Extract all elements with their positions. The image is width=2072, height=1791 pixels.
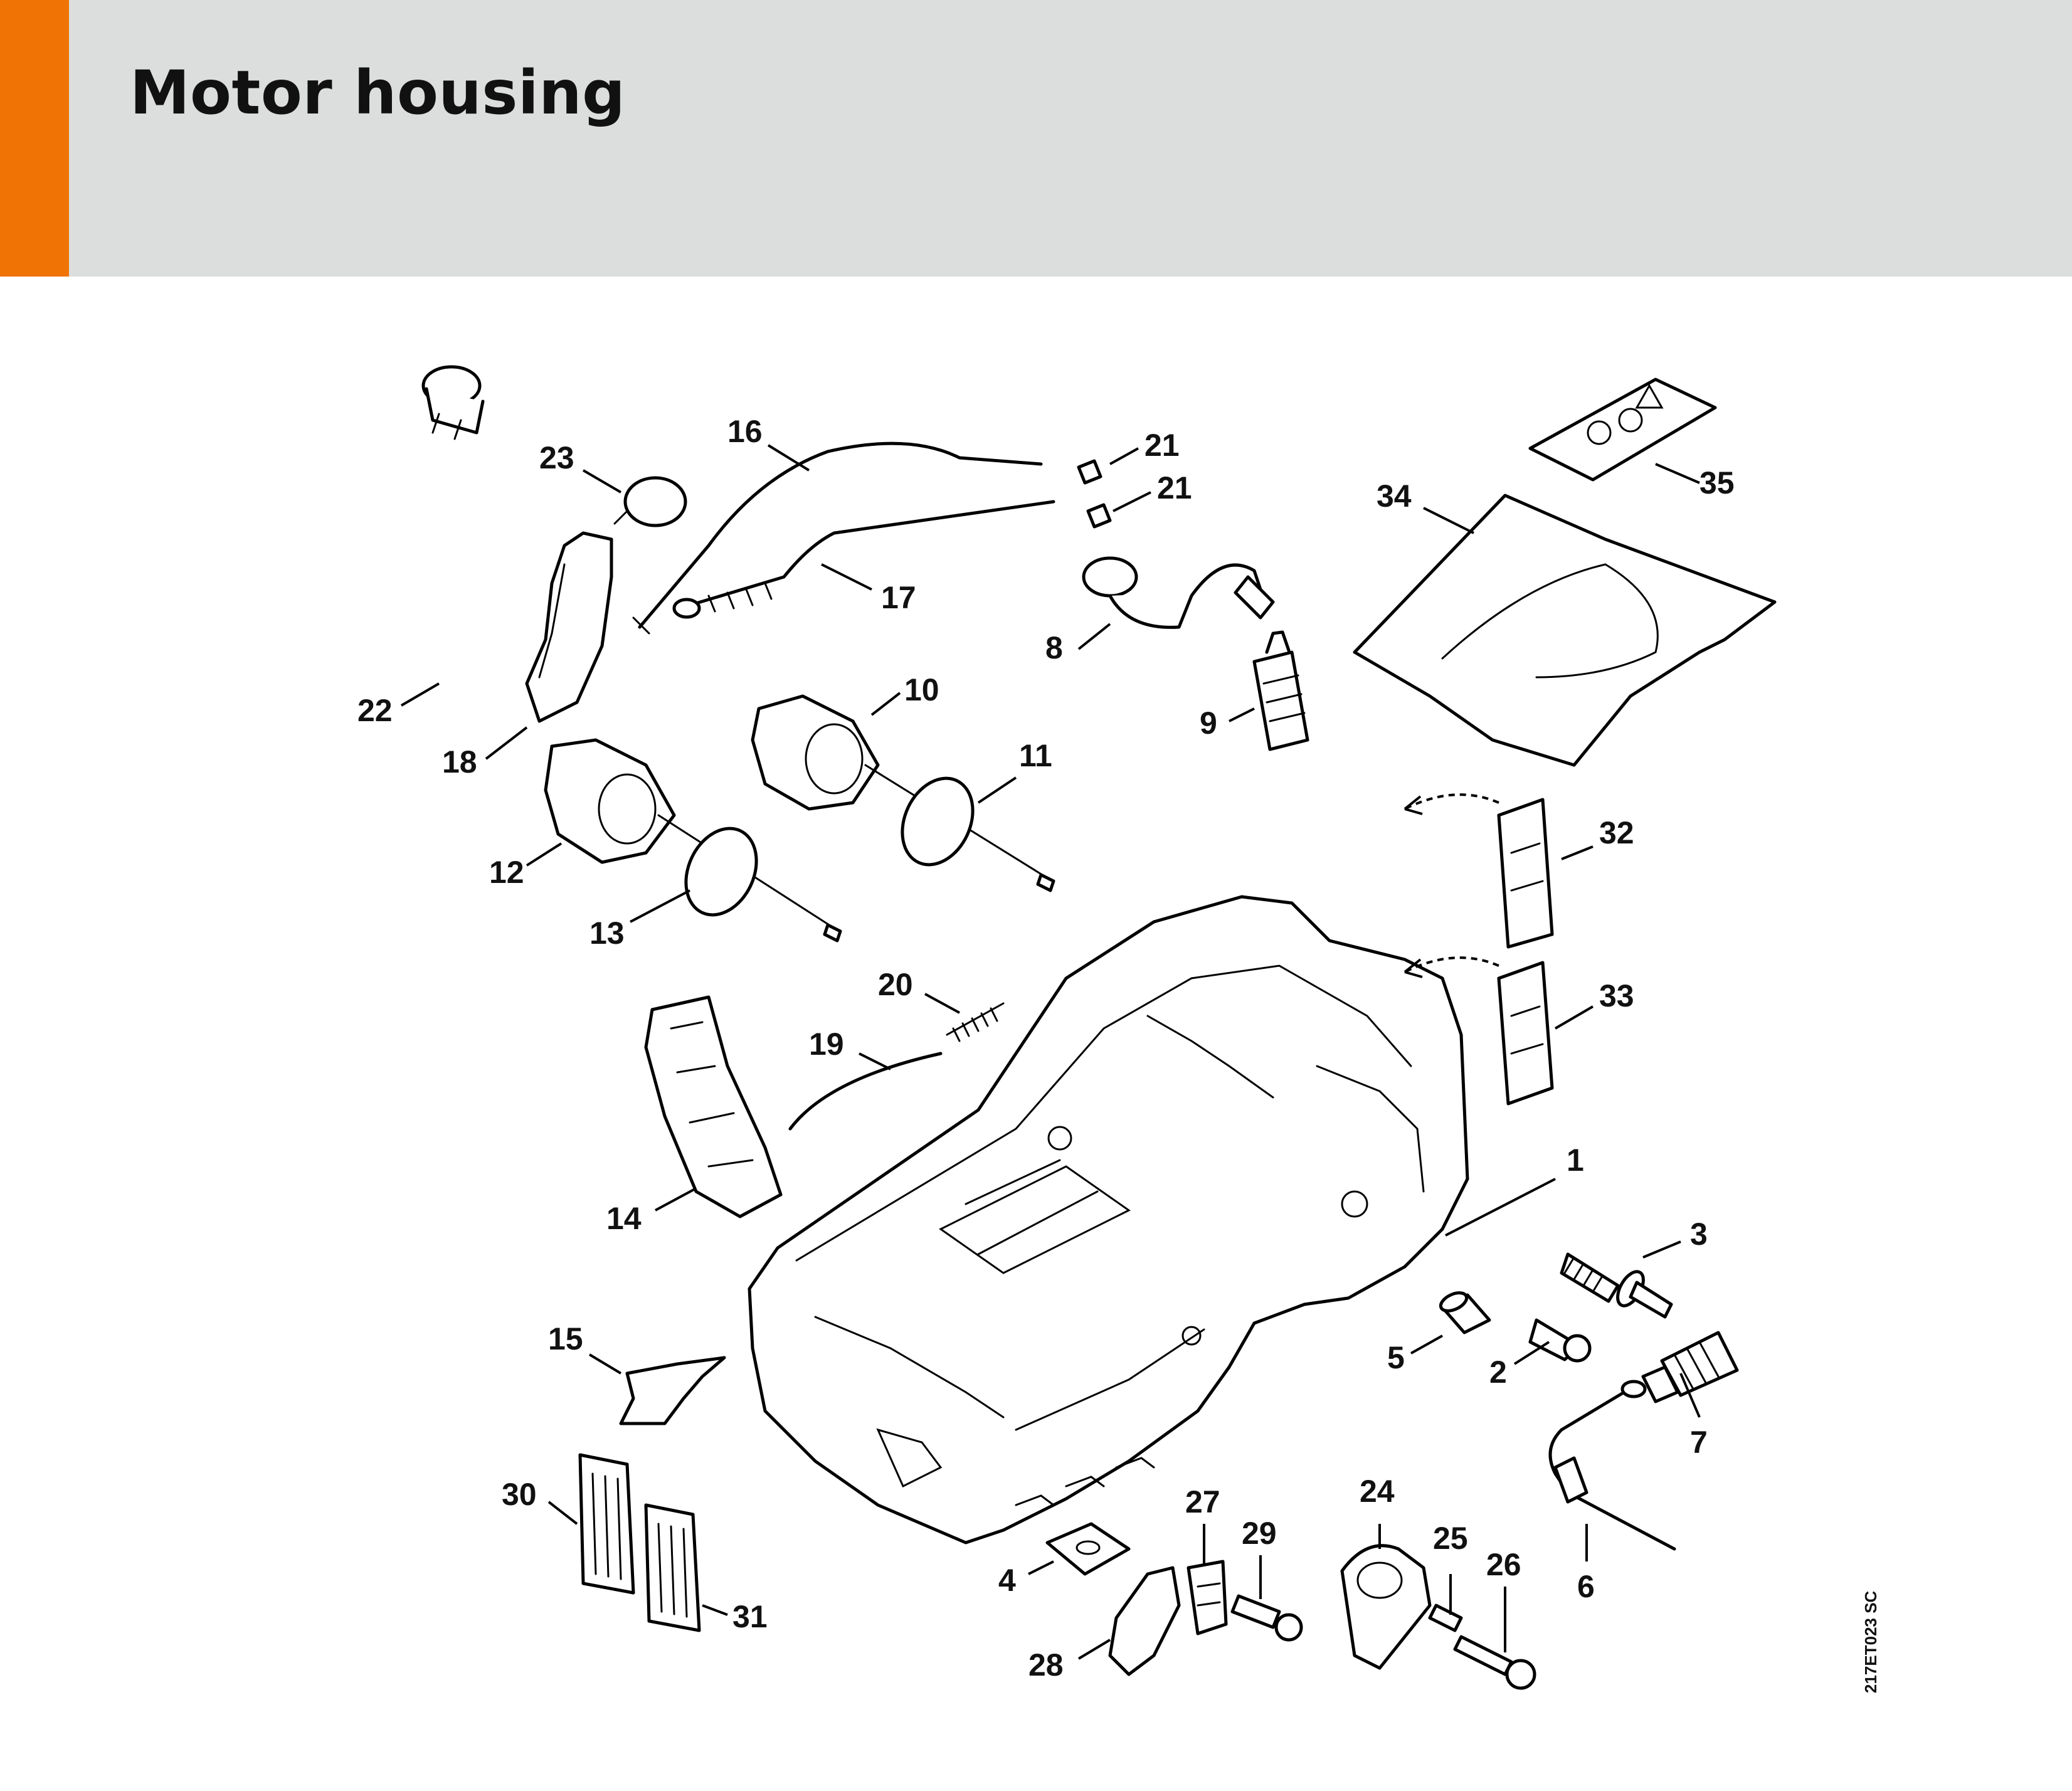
callout-labels: 1 2 3 4 5 6 7 8 9 10 11 12 13 14 15 16 1… [357,414,1735,1683]
bracket-part-14 [644,995,783,1218]
callout-31: 31 [732,1599,768,1634]
callout-3: 3 [1690,1217,1708,1252]
motor-housing-part [748,895,1469,1545]
oil-pump-part-12 [544,738,842,943]
callout-23: 23 [539,440,574,475]
callout-19: 19 [809,1027,844,1062]
sleeve-part-5 [1439,1291,1491,1334]
spring-part-20 [946,1002,1005,1042]
screw-part-2 [1528,1318,1592,1363]
bolt-part-3 [1560,1252,1673,1319]
callout-27: 27 [1185,1484,1220,1519]
callout-11: 11 [1019,738,1052,773]
callout-7: 7 [1690,1425,1708,1460]
label-sheet-part-35 [1528,378,1717,482]
callout-16: 16 [727,414,763,449]
callout-24: 24 [1360,1474,1395,1509]
callout-30: 30 [502,1477,537,1512]
label-part-31 [644,1503,701,1632]
screw-part-29 [1230,1594,1303,1642]
gasket-part-28 [1108,1566,1181,1676]
fuel-hose-part-8 [1082,556,1275,629]
accent-bar [0,0,69,277]
bolt-part-26 [1453,1635,1536,1690]
callout-10: 10 [904,672,939,707]
leader-lines [400,444,1701,1660]
callout-4: 4 [998,1563,1016,1598]
filter-part-7 [1641,1331,1739,1403]
callout-12: 12 [489,855,524,890]
guard-part-18 [525,531,613,723]
callout-34: 34 [1377,478,1412,514]
hose-part-19 [788,1052,943,1131]
oil-pump-part-10 [751,694,1055,892]
label-part-33 [1403,956,1554,1106]
screw-part-25 [1428,1603,1463,1632]
callout-33: 33 [1599,978,1634,1013]
callout-14: 14 [606,1201,642,1236]
callout-32: 32 [1599,815,1634,850]
page-title: Motor housing [130,58,626,128]
impulse-hose-part-17 [672,500,1055,619]
callout-5: 5 [1387,1340,1405,1375]
label-part-32 [1403,793,1554,949]
callout-20: 20 [878,967,913,1002]
cap-part-23 [613,476,687,527]
callout-29: 29 [1242,1516,1277,1551]
bracket-part-27 [1187,1560,1228,1635]
callout-26: 26 [1486,1547,1521,1582]
callout-35: 35 [1699,465,1735,500]
callout-25: 25 [1433,1521,1468,1556]
oil-pickup-tube-part-6 [1548,1380,1676,1551]
callout-21a: 21 [1144,428,1180,463]
fuel-filter-part-9 [1252,630,1309,751]
callout-21b: 21 [1157,470,1192,505]
callout-2: 2 [1489,1355,1507,1390]
nipple-part-21a [1077,459,1102,485]
callout-28: 28 [1028,1647,1064,1683]
callout-17: 17 [881,580,916,615]
clip-part-15 [619,1356,726,1425]
callout-18: 18 [442,744,477,779]
plug-part-22 [421,365,485,440]
label-part-30 [578,1453,635,1595]
header-band [0,0,2072,277]
o-ring-part-11 [901,776,975,867]
drawing-code: 217ET023 SC [1861,1590,1880,1693]
callout-13: 13 [589,916,625,951]
callout-8: 8 [1045,630,1063,665]
callout-1: 1 [1567,1143,1584,1178]
nipple-part-21b [1086,503,1112,529]
callout-15: 15 [548,1321,583,1356]
cover-part-34 [1353,494,1777,767]
pad-part-4 [1045,1522,1131,1576]
callout-6: 6 [1577,1569,1595,1604]
o-ring-part-13 [684,827,758,917]
plate-part-24 [1340,1544,1432,1670]
callout-22: 22 [357,693,393,728]
callout-9: 9 [1200,705,1217,741]
